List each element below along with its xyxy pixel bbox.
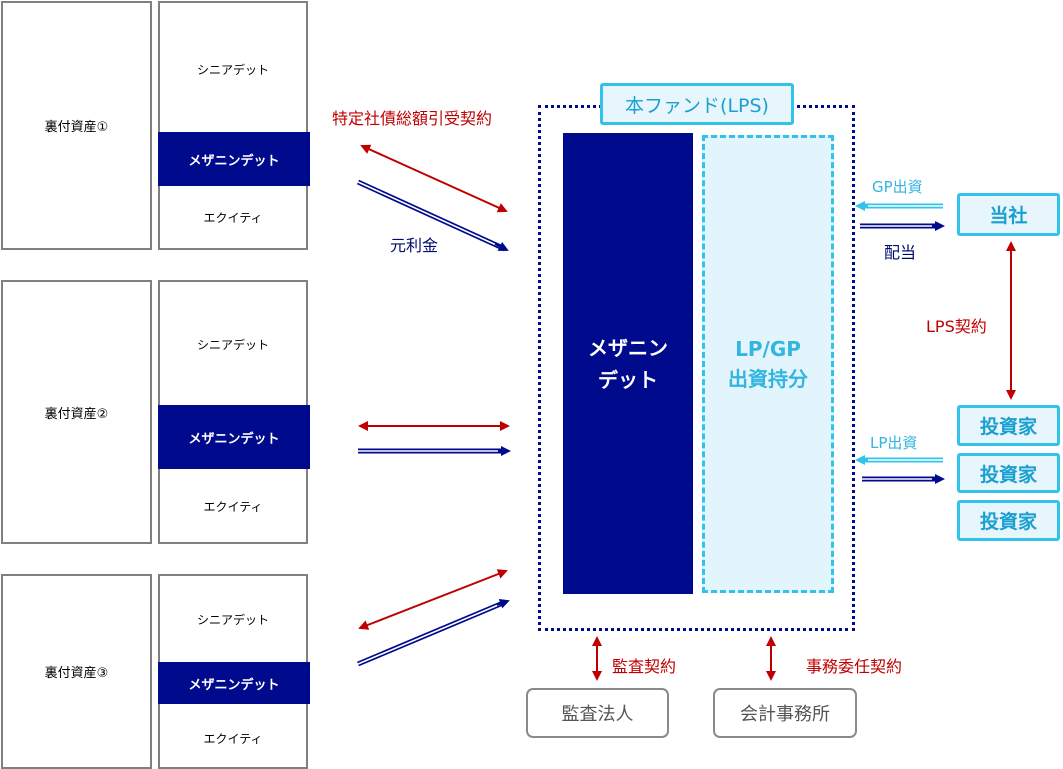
mezzanine-debt-tranche-3: メザニンデット [158,662,310,704]
investor-label-3: 投資家 [979,511,1037,533]
audit-contract-label: 監査契約 [612,657,677,676]
accounting-firm-box: 会計事務所 [713,688,857,738]
fund-lpgp-equity: LP/GP 出資持分 [702,135,834,593]
fund-mezzanine-line2: デット [598,367,658,392]
fund-mezzanine-line1: メザニン [588,335,668,360]
gp-investment-label: GP出資 [872,178,923,196]
equity-label-2: エクイティ [203,500,263,514]
auditor-box: 監査法人 [526,688,669,738]
accounting-contract-label: 事務委任契約 [806,657,903,676]
underlying-asset-1-label: 裏付資産① [44,120,109,135]
company-label: 当社 [989,205,1028,227]
investor-box-1: 投資家 [957,405,1060,446]
mezzanine-debt-label-3: メザニンデット [188,677,280,693]
senior-debt-label-1: シニアデット [196,63,269,77]
accounting-firm-label: 会計事務所 [740,704,830,725]
underlying-asset-2: 裏付資産② [1,280,152,544]
auditor-label: 監査法人 [561,704,634,725]
lps-contract-label: LPS契約 [926,317,987,336]
investor-label-2: 投資家 [979,463,1037,486]
company-box: 当社 [957,193,1060,236]
investor-box-2: 投資家 [957,453,1060,493]
mezzanine-debt-label-2: メザニンデット [188,431,280,447]
equity-label-1: エクイティ [203,211,263,225]
mezzanine-debt-tranche-1: メザニンデット [158,132,310,186]
underlying-asset-3: 裏付資産③ [1,574,152,769]
equity-label-3: エクイティ [203,732,263,746]
senior-debt-label-3: シニアデット [196,613,269,627]
fund-title-box: 本ファンド(LPS) [600,83,794,125]
fund-lpgp-line1: LP/GP [735,337,801,361]
fund-title: 本ファンド(LPS) [625,94,769,117]
underlying-asset-2-label: 裏付資産② [44,406,109,422]
contract-arrow-1 [360,144,508,213]
fund-lpgp-line2: 出資持分 [728,367,808,391]
underlying-asset-3-label: 裏付資産③ [44,666,109,681]
fund-mezzanine-debt: メザニン デット [563,133,693,594]
principal-interest-label: 元利金 [390,236,439,255]
tranche-stack-1: シニアデット メザニンデット エクイティ [158,1,310,250]
contract-label: 特定社債総額引受契約 [332,109,493,128]
mezzanine-debt-label-1: メザニンデット [188,153,280,169]
tranche-stack-2: シニアデット メザニンデット エクイティ [158,280,310,544]
investor-label-1: 投資家 [979,416,1037,438]
senior-debt-label-2: シニアデット [196,338,269,352]
underlying-asset-1: 裏付資産① [1,1,152,250]
lp-investment-label: LP出資 [870,434,918,452]
contract-arrow-3 [358,569,508,630]
mezzanine-debt-tranche-2: メザニンデット [158,405,310,469]
investor-box-3: 投資家 [957,500,1060,541]
tranche-stack-3: シニアデット メザニンデット エクイティ [158,574,310,769]
dividend-label: 配当 [884,243,917,262]
